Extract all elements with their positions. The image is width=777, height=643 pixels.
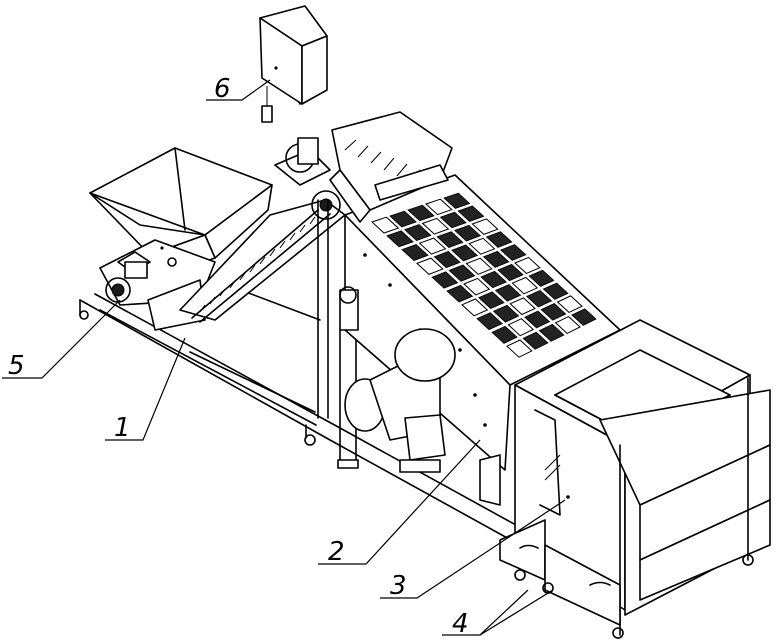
grid-cell (476, 312, 503, 331)
grid-cell (416, 257, 444, 275)
grid-cell (491, 325, 518, 344)
callout-1: 1 (114, 413, 131, 443)
grid-cell (465, 257, 493, 275)
loading-conveyor (179, 137, 346, 419)
grid-cell (404, 224, 432, 241)
grid-cell (509, 297, 536, 316)
grid-cell (418, 237, 447, 255)
callout-3: 3 (390, 571, 407, 601)
grid-cell (407, 204, 435, 222)
callout-labels: 6 5 1 2 3 4 (8, 74, 469, 639)
grid-cell (540, 303, 567, 321)
grid-cell (425, 198, 453, 216)
grid-cell (494, 284, 522, 302)
grid-cell (497, 263, 524, 282)
grid-cell (431, 271, 459, 289)
callout-5: 5 (8, 351, 25, 381)
grid-cell (451, 244, 479, 262)
grid-cell (439, 211, 467, 229)
grid-cell (389, 210, 417, 228)
grid-cell (471, 218, 499, 235)
grid-cell (492, 304, 520, 323)
grid-cell (511, 276, 539, 295)
grid-cell (443, 192, 471, 209)
grid-cell (401, 244, 429, 262)
grid-cell (461, 298, 489, 317)
grid-cell (371, 216, 400, 234)
leader-lines (2, 79, 566, 636)
grid-cell (528, 269, 555, 287)
grid-cell (457, 205, 485, 222)
grid-cell (463, 277, 491, 296)
grid-cell (446, 284, 474, 303)
grid-cell (485, 231, 513, 248)
grid-cell (478, 291, 505, 309)
grid-cell (480, 270, 507, 289)
grid-cell (421, 217, 450, 235)
callout-4: 4 (452, 609, 469, 639)
grid-cell (500, 244, 527, 261)
grid-cell (538, 323, 565, 342)
grid-cell (468, 237, 496, 255)
feed-hopper-unit (89, 147, 273, 331)
grid-cell (482, 250, 510, 268)
grid-cell (522, 331, 549, 350)
grid-cell (542, 282, 569, 300)
grid-cell (386, 230, 414, 248)
grid-cell (433, 251, 461, 269)
grid-cell (514, 256, 541, 274)
grid-cell (524, 310, 551, 329)
control-cabinet (259, 5, 328, 123)
grid-cell (454, 224, 482, 242)
grid-cell (526, 290, 553, 308)
grid-cell (556, 295, 583, 313)
grid-cell (436, 231, 464, 248)
callout-6: 6 (214, 74, 231, 104)
grid-cell (554, 316, 581, 335)
grid-cell (507, 318, 535, 337)
sorting-grid (371, 192, 597, 358)
callout-2: 2 (328, 537, 345, 567)
grid-cell (448, 264, 476, 282)
grid-cell (571, 308, 597, 326)
grid-cell (506, 339, 533, 358)
